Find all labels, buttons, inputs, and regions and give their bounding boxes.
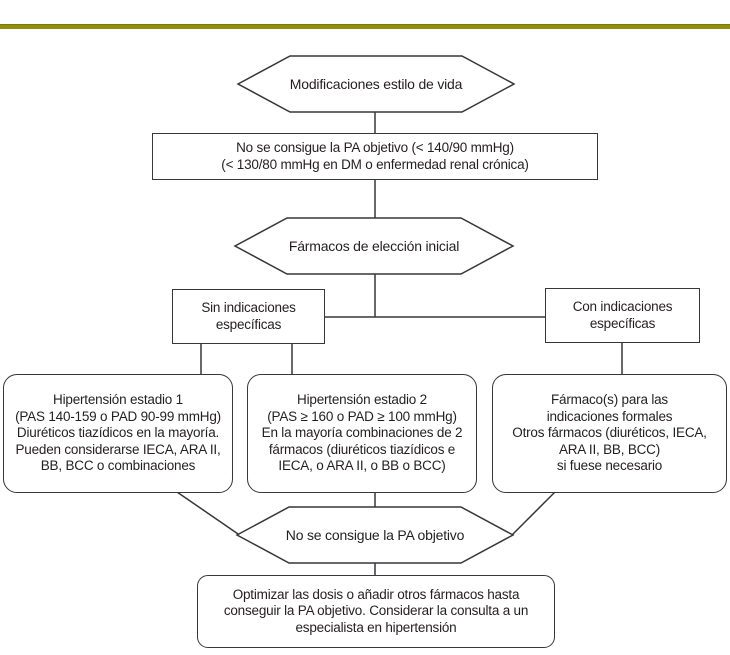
- node-target-not-achieved-top: No se consigue la PA objetivo (< 140/90 …: [152, 133, 598, 180]
- connector-formal-to-notarget: [510, 491, 556, 537]
- node-hypertension-stage1: Hipertensión estadio 1 (PAS 140-159 o PA…: [3, 374, 233, 493]
- node-target-top-label: No se consigue la PA objetivo (< 140/90 …: [221, 140, 529, 172]
- hexagon-lifestyle-shape: [236, 55, 516, 113]
- hexagon-initial-choice-shape: [233, 217, 515, 275]
- node-formal-indications-label: Fármaco(s) para las indicaciones formale…: [512, 392, 707, 474]
- node-optimize-label: Optimizar las dosis o añadir otros fárma…: [223, 586, 529, 635]
- node-target-not-achieved-bottom: No se consigue la PA objetivo: [237, 507, 513, 563]
- node-target-bottom-label: No se consigue la PA objetivo: [285, 526, 465, 543]
- node-stage2-label: Hipertensión estadio 2 (PAS ≥ 160 o PAD …: [261, 392, 463, 474]
- hexagon-no-target-shape: [235, 506, 515, 564]
- top-divider-rule: [0, 24, 730, 29]
- node-formal-indications-drugs: Fármaco(s) para las indicaciones formale…: [492, 374, 727, 493]
- node-with-indications-label: Con indicaciones específicas: [572, 299, 673, 331]
- node-hypertension-stage2: Hipertensión estadio 2 (PAS ≥ 160 o PAD …: [247, 374, 477, 493]
- node-initial-choice-label: Fármacos de elección inicial: [288, 237, 460, 254]
- node-initial-choice-drugs: Fármacos de elección inicial: [235, 218, 513, 274]
- node-optimize-doses: Optimizar las dosis o añadir otros fárma…: [197, 575, 555, 648]
- node-stage1-label: Hipertensión estadio 1 (PAS 140-159 o PA…: [15, 392, 221, 474]
- node-without-specific-indications: Sin indicaciones específicas: [172, 289, 325, 344]
- node-lifestyle-modifications: Modificaciones estilo de vida: [238, 56, 514, 112]
- node-without-indications-label: Sin indicaciones específicas: [201, 300, 296, 332]
- node-with-specific-indications: Con indicaciones específicas: [545, 288, 700, 343]
- node-lifestyle-label: Modificaciones estilo de vida: [289, 75, 463, 92]
- connector-stage1-to-notarget: [176, 491, 242, 537]
